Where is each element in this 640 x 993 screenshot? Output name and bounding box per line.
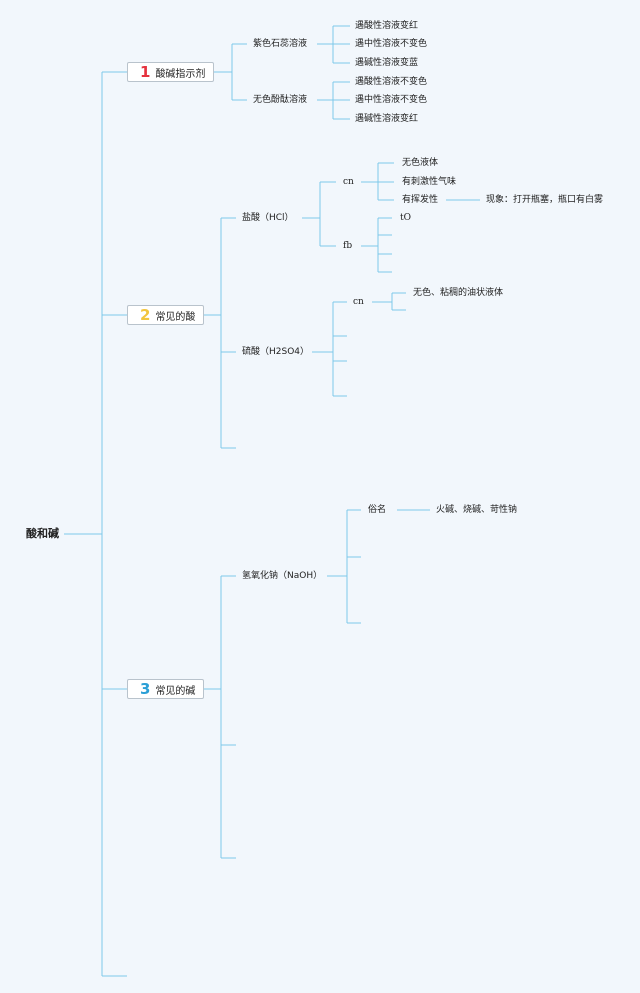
phenol-neutral[interactable]: 遇中性溶液不变色 [355,95,428,105]
hcl-node[interactable]: 盐酸（HCl） [242,213,294,223]
phenolphthalein-node[interactable]: 无色酚酞溶液 [253,95,308,105]
hcl-fb-node[interactable]: fb [343,241,353,251]
section-number-2: 2 [140,306,151,324]
phenol-base[interactable]: 遇碱性溶液变红 [355,114,419,124]
hcl-prop-3[interactable]: 有挥发性 [402,195,439,205]
section-title: 酸碱指示剂 [155,68,206,80]
h2so4-node[interactable]: 硫酸（H2SO4） [242,347,310,357]
section-title: 常见的酸 [155,311,196,323]
section-common-acids[interactable]: 2 常见的酸 [127,305,204,325]
naoh-node[interactable]: 氢氧化钠（NaOH） [242,571,323,581]
section-indicators[interactable]: 1 酸碱指示剂 [127,62,214,82]
section-number-3: 3 [140,680,151,698]
naoh-alias-node[interactable]: 俗名 [368,505,387,515]
hcl-prop-1[interactable]: 无色液体 [402,158,439,168]
hcl-phenomenon[interactable]: 现象：打开瓶塞，瓶口有白雾 [486,195,604,205]
hcl-prop-2[interactable]: 有刺激性气味 [402,177,457,187]
litmus-acid[interactable]: 遇酸性溶液变红 [355,21,419,31]
hcl-fb-item[interactable]: tO [400,213,411,223]
litmus-base[interactable]: 遇碱性溶液变蓝 [355,58,419,68]
h2so4-prop-1[interactable]: 无色、粘稠的油状液体 [413,288,504,298]
litmus-neutral[interactable]: 遇中性溶液不变色 [355,39,428,49]
section-title: 常见的碱 [155,685,196,697]
h2so4-cn-node[interactable]: cn [353,297,364,307]
naoh-alias-value[interactable]: 火碱、烧碱、苛性钠 [436,505,518,515]
section-common-bases[interactable]: 3 常见的碱 [127,679,204,699]
hcl-cn-node[interactable]: cn [343,177,354,187]
root-topic[interactable]: 酸和碱 [26,527,59,540]
litmus-node[interactable]: 紫色石蕊溶液 [253,39,308,49]
phenol-acid[interactable]: 遇酸性溶液不变色 [355,77,428,87]
section-number-1: 1 [140,63,151,81]
